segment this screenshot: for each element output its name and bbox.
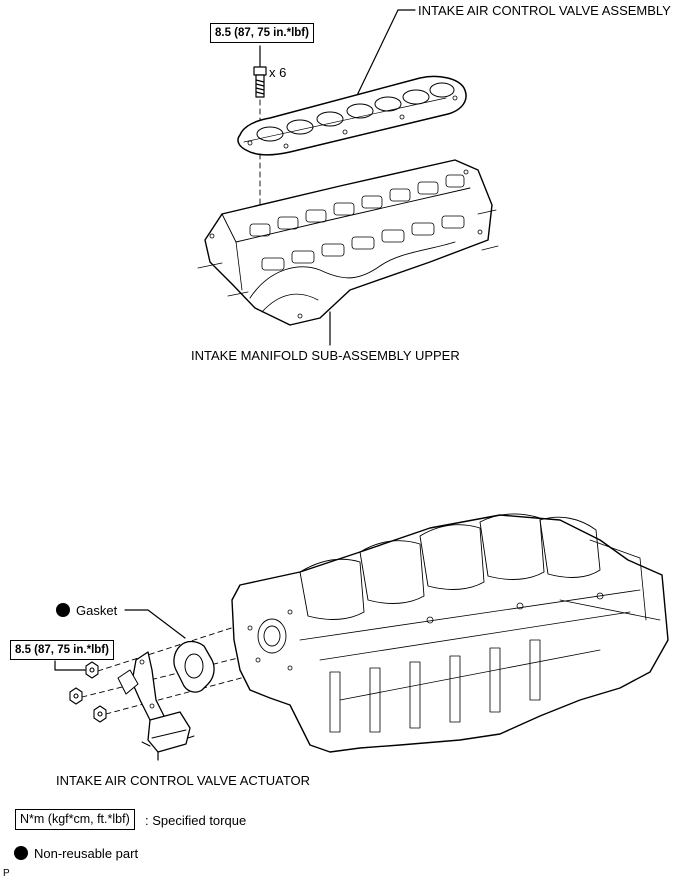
gasket-icon bbox=[173, 640, 215, 693]
label-actuator: INTAKE AIR CONTROL VALVE ACTUATOR bbox=[56, 773, 311, 788]
nut-icon bbox=[85, 661, 99, 679]
label-valve-assembly: INTAKE AIR CONTROL VALVE ASSEMBLY bbox=[418, 3, 671, 18]
leader-valve-assembly bbox=[349, 9, 416, 111]
torque-spec-box: 8.5 (87, 75 in.*lbf) bbox=[210, 23, 314, 43]
bolt-icon bbox=[253, 66, 267, 98]
nut-icon bbox=[69, 687, 83, 705]
label-gasket: Gasket bbox=[56, 603, 117, 618]
label-bolt-count: x 6 bbox=[269, 65, 287, 80]
valve-assembly-plate-icon bbox=[237, 75, 467, 156]
actuator-icon bbox=[117, 651, 195, 753]
legend-torque-unit: N*m (kgf*cm, ft.*lbf) bbox=[15, 809, 135, 830]
corner-mark: P bbox=[3, 868, 10, 879]
label-manifold-upper: INTAKE MANIFOLD SUB-ASSEMBLY UPPER bbox=[191, 348, 460, 363]
manifold-lower-icon bbox=[231, 513, 669, 753]
leader-gasket bbox=[124, 609, 186, 639]
manifold-upper-icon bbox=[197, 159, 499, 326]
nut-icon bbox=[93, 705, 107, 723]
legend-torque-desc: : Specified torque bbox=[145, 813, 247, 828]
leader-torque-bottom bbox=[54, 660, 86, 671]
legend-non-reusable-text: Non-reusable part bbox=[34, 846, 139, 861]
non-reusable-legend-icon bbox=[14, 846, 28, 860]
nut-icons bbox=[69, 661, 107, 723]
gasket-text: Gasket bbox=[76, 603, 118, 618]
non-reusable-icon bbox=[56, 603, 70, 617]
torque-spec-box-actuator: 8.5 (87, 75 in.*lbf) bbox=[10, 640, 114, 660]
legend-non-reusable: Non-reusable part bbox=[14, 846, 138, 861]
